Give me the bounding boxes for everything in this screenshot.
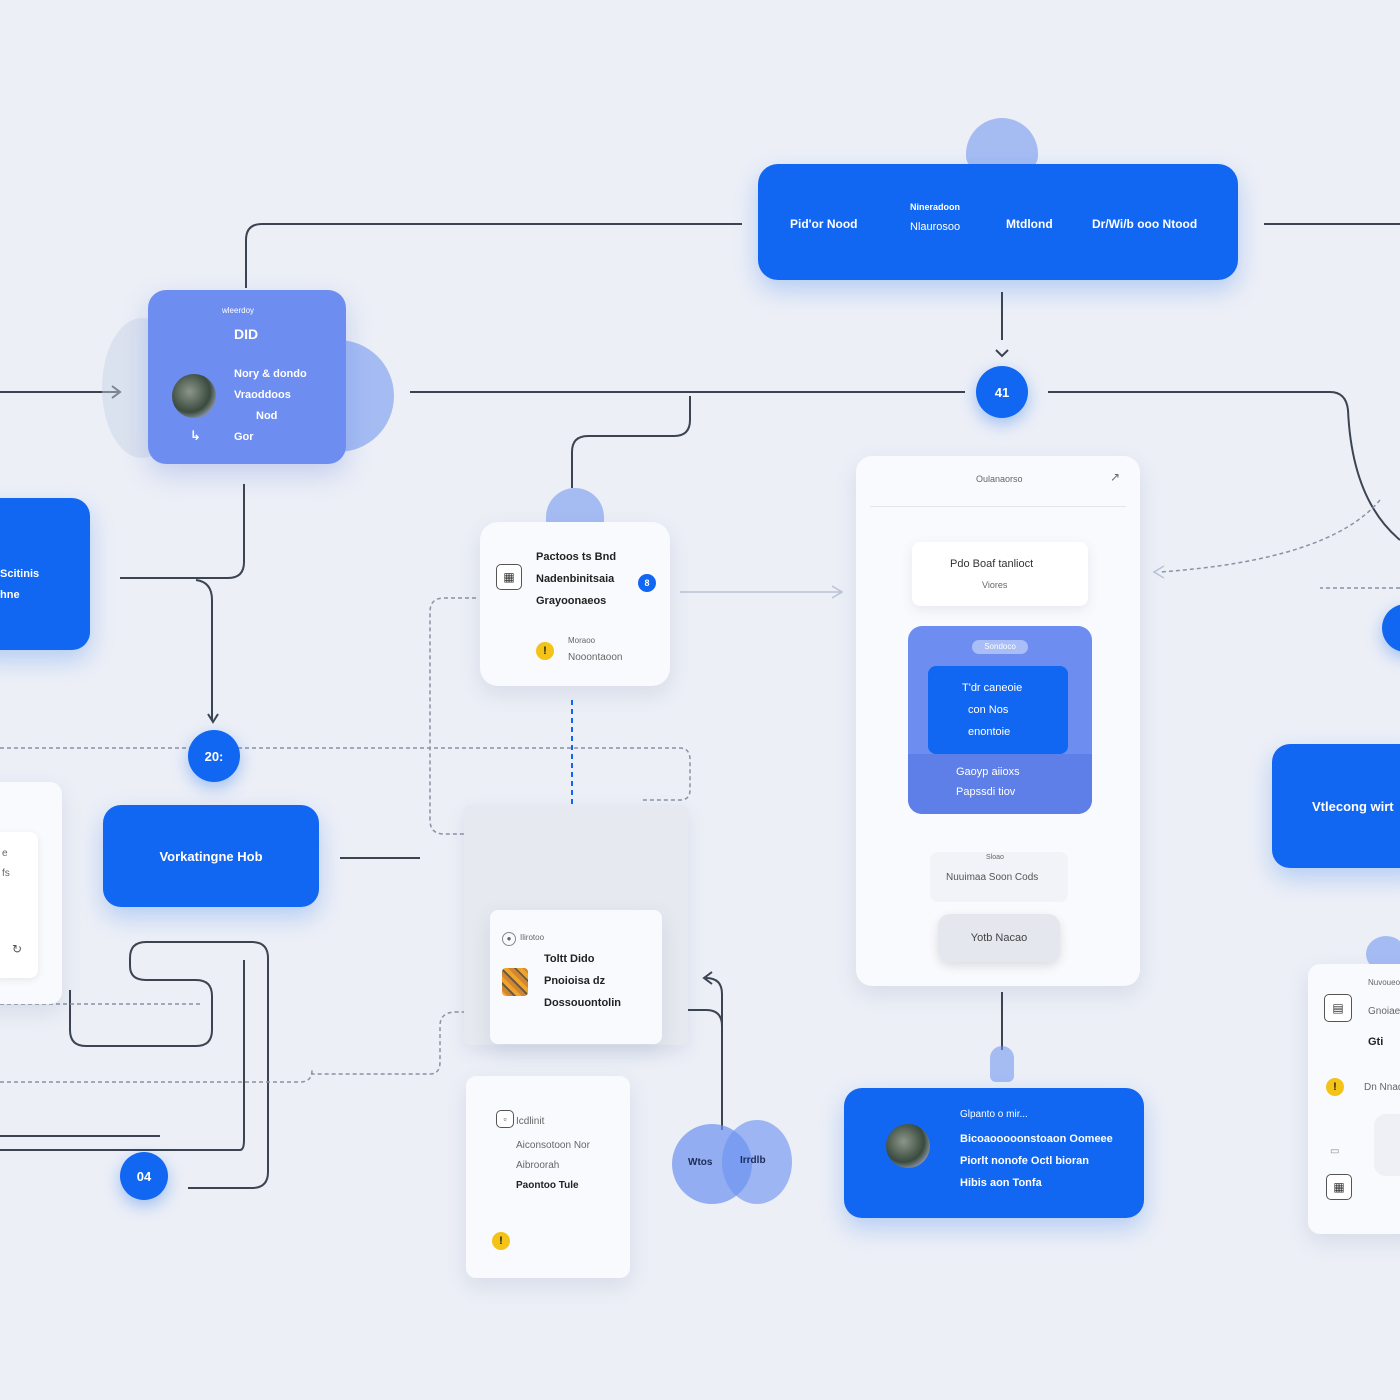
task-card-tab-decor	[546, 488, 604, 528]
left-partial-line-1: Scitinis	[0, 568, 40, 580]
phone-field-head: Sloao	[986, 854, 1004, 861]
workflow-button[interactable]: Vorkatingne Hob	[103, 805, 319, 907]
right-list-chat-icon[interactable]: ▭	[1330, 1146, 1340, 1157]
phone-top-line-1: Pdo Boaf tanlioct	[950, 558, 1034, 570]
bubble-right[interactable]	[722, 1120, 792, 1204]
node-right-edge[interactable]	[1382, 604, 1400, 652]
task-badge[interactable]: 8	[638, 574, 656, 592]
phone-inner-blue[interactable]: T'dr caneoie con Nos enontoie	[928, 666, 1068, 754]
phone-lower-strip: Gaoyp aiioxs Papssdi tiov	[908, 754, 1092, 814]
right-list-row-3: Dn Nnadi	[1364, 1082, 1400, 1093]
bottom-card-line-3: Hibis aon Tonfa	[960, 1177, 1042, 1189]
note-line-2: Aiconsotoon Nor	[516, 1140, 590, 1151]
task-footer: Nooontaoon	[568, 652, 623, 663]
top-bar-label-1: Pid'or Nood	[790, 217, 858, 231]
inner-card-line-2: Pnoioisa dz	[544, 975, 606, 987]
top-bar-label-3: Mtdlond	[1006, 217, 1053, 231]
inner-card-header: Ilirotoo	[520, 933, 545, 942]
right-list-header: Nuvoueoa	[1368, 978, 1400, 987]
note-line-1: Icdlinit	[516, 1116, 545, 1127]
note-line-4: Paontoo Tule	[516, 1180, 579, 1191]
top-process-bar[interactable]: Pid'or Nood Nineradoon Nlaurosoo Mtdlond…	[758, 164, 1238, 280]
right-list-row-2: Gti	[1368, 1036, 1384, 1048]
left-small-inner: e fs ↻	[0, 832, 38, 978]
inner-card-line-1: Toltt Dido	[544, 953, 595, 965]
phone-top-line-2: Viores	[982, 580, 1008, 590]
left-module-title: DID	[234, 326, 259, 342]
phone-lower-line-2: Papssdi tiov	[956, 786, 1016, 798]
node-20[interactable]: 20:	[188, 730, 240, 782]
expand-icon[interactable]: ↗	[1110, 470, 1121, 484]
cloud-top-decor	[966, 118, 1038, 170]
left-module-line-3: Nod	[256, 410, 278, 422]
phone-panel: Oulanaorso ↗ Pdo Boaf tanlioct Viores So…	[856, 456, 1140, 986]
note-line-3: Aibroorah	[516, 1160, 560, 1171]
phone-pill[interactable]: Sondoco	[972, 640, 1028, 654]
left-partial-card[interactable]: Scitinis hne	[0, 498, 90, 650]
workflow-button-label: Vorkatingne Hob	[159, 848, 263, 864]
scan-icon: ▦	[496, 564, 522, 590]
left-module-line-1: Nory & dondo	[234, 368, 307, 380]
phone-header: Oulanaorso	[976, 474, 1023, 484]
cluster-avatar	[172, 374, 216, 418]
phone-top-box[interactable]: Pdo Boaf tanlioct Viores	[912, 542, 1088, 606]
phone-button-label: Yotb Nacao	[970, 932, 1028, 944]
right-button[interactable]: Vtlecong wirt	[1272, 744, 1400, 868]
top-bar-label-2-head: Nineradoon	[910, 202, 961, 212]
task-card[interactable]: ▦ Pactoos ts Bnd Nadenbinitsaia Grayoona…	[480, 522, 670, 686]
node-41[interactable]: 41	[976, 366, 1028, 418]
right-list-qr-icon: ▦	[1326, 1174, 1352, 1200]
inner-card-line-3: Dossouontolin	[544, 997, 621, 1009]
top-bar-label-4: Dr/Wi/b ooo Ntood	[1092, 217, 1198, 231]
bottom-card-line-1: Bicoaooooonstoaon Oomeee	[960, 1133, 1113, 1145]
colorful-icon	[502, 968, 528, 996]
note-warning-icon: !	[492, 1232, 510, 1250]
left-partial-line-2: hne	[0, 589, 20, 601]
left-small-line-1: e	[2, 848, 8, 859]
left-small-line-2: fs	[2, 868, 10, 879]
right-list-doc-icon: ▤	[1324, 994, 1352, 1022]
bottom-card-tab-decor	[990, 1046, 1014, 1082]
inner-card[interactable]: ● Ilirotoo Toltt Dido Pnoioisa dz Dossou…	[490, 910, 662, 1044]
phone-lower-line-1: Gaoyp aiioxs	[956, 766, 1020, 778]
warning-icon: !	[536, 642, 554, 660]
left-module-card[interactable]: wleerdoy DID Nory & dondo Vraoddoos Nod …	[148, 290, 346, 464]
task-line-1: Pactoos ts Bnd	[536, 551, 617, 563]
phone-button[interactable]: Yotb Nacao	[938, 914, 1060, 962]
link-icon: ↳	[190, 428, 201, 443]
cluster-avatar-bottom	[886, 1124, 930, 1168]
task-line-3: Grayoonaeos	[536, 595, 607, 607]
phone-inner-line-3: enontoie	[968, 726, 1011, 738]
refresh-icon[interactable]: ↻	[12, 942, 23, 956]
phone-header-divider	[870, 506, 1126, 507]
right-button-label: Vtlecong wirt	[1312, 799, 1394, 814]
task-footer-head: Moraoo	[568, 636, 596, 645]
right-list-warning-icon: !	[1326, 1078, 1344, 1096]
left-small-card[interactable]: e fs ↻	[0, 782, 62, 1004]
phone-inner-line-2: con Nos	[968, 704, 1009, 716]
right-list-toggle[interactable]	[1374, 1114, 1400, 1176]
bottom-card-line-2: Piorlt nonofe Octl bioran	[960, 1155, 1089, 1167]
phone-inner-line-1: T'dr caneoie	[962, 682, 1023, 694]
bubble-left-label: Wtos	[688, 1157, 713, 1168]
top-bar-label-2: Nlaurosoo	[910, 221, 961, 233]
node-04[interactable]: 04	[120, 1152, 168, 1200]
bubble-right-label: Irrdlb	[740, 1155, 766, 1166]
task-line-2: Nadenbinitsaia	[536, 573, 615, 585]
left-module-header: wleerdoy	[222, 306, 255, 315]
phone-field[interactable]: Sloao Nuuimaa Soon Cods	[930, 852, 1068, 902]
bottom-card-head: Glpanto o mir...	[960, 1109, 1028, 1120]
user-icon: ●	[502, 932, 516, 946]
right-list-row-1: Gnoiae	[1368, 1006, 1400, 1017]
bottom-blue-card[interactable]: Glpanto o mir... Bicoaooooonstoaon Oomee…	[844, 1088, 1144, 1218]
right-list-card[interactable]: Nuvoueoa ▤ Gnoiae Gti ! Dn Nnadi ▭ ▦	[1308, 964, 1400, 1234]
note-icon: ▫	[496, 1110, 514, 1128]
left-module-line-2: Vraoddoos	[234, 389, 291, 401]
phone-lower-block: Sondoco T'dr caneoie con Nos enontoie Ga…	[908, 626, 1092, 814]
note-card[interactable]: ▫ Icdlinit Aiconsotoon Nor Aibroorah Pao…	[466, 1076, 630, 1278]
phone-field-text: Nuuimaa Soon Cods	[946, 872, 1039, 883]
left-module-line-4: Gor	[234, 431, 254, 443]
